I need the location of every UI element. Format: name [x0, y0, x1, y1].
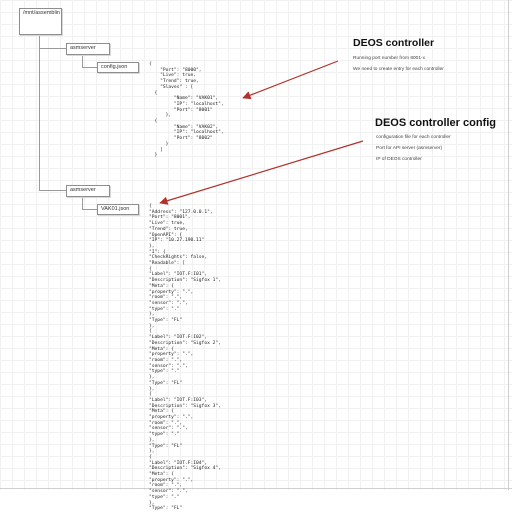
- config-json-content: { "Port": "8000", "Live": true, "Trend":…: [149, 62, 224, 159]
- annotation-title-deos-controller: DEOS controller: [353, 37, 435, 49]
- annotation-title-deos-controller-config: DEOS controller config: [375, 117, 497, 129]
- annotation-note-controller-2: We need to create entry for each control…: [353, 67, 444, 72]
- connector-asmserver-1-vertical: [82, 54, 83, 68]
- annotation-note-controller-1: Running port number from 8001-x: [353, 56, 425, 61]
- node-root-folder[interactable]: /mnt/assemblin: [19, 8, 62, 35]
- annotation-arrows: [159, 60, 364, 205]
- node-vak01-json[interactable]: VAK01.json: [97, 204, 139, 215]
- connector-root-to-asmserver-2: [39, 190, 66, 191]
- node-asmserver-2[interactable]: asmserver: [66, 185, 110, 197]
- vak01-json-content: { "Address": "127.0.0.1", "Port": "8001"…: [149, 204, 221, 512]
- node-asmserver-1[interactable]: asmserver: [66, 43, 110, 55]
- arrow-to-config-json: [242, 60, 339, 100]
- canvas-edge-right: [508, 0, 509, 490]
- arrow-to-vak01-json: [159, 140, 364, 205]
- canvas-edge-bottom: [0, 488, 512, 489]
- connector-root-to-asmserver-1: [39, 48, 66, 49]
- diagram-canvas: [0, 0, 512, 490]
- connector-asmserver-2-to-vak01: [82, 209, 98, 210]
- annotation-note-config-3: IP of DEOS controller: [376, 157, 422, 162]
- connector-root-vertical: [39, 34, 40, 191]
- node-config-json[interactable]: config.json: [97, 62, 139, 73]
- connector-asmserver-1-to-config: [82, 67, 98, 68]
- annotation-note-config-1: configuration file for each controller: [376, 135, 451, 140]
- connector-asmserver-2-vertical: [82, 196, 83, 210]
- annotation-note-config-2: Port for API server (asmserver): [376, 146, 443, 151]
